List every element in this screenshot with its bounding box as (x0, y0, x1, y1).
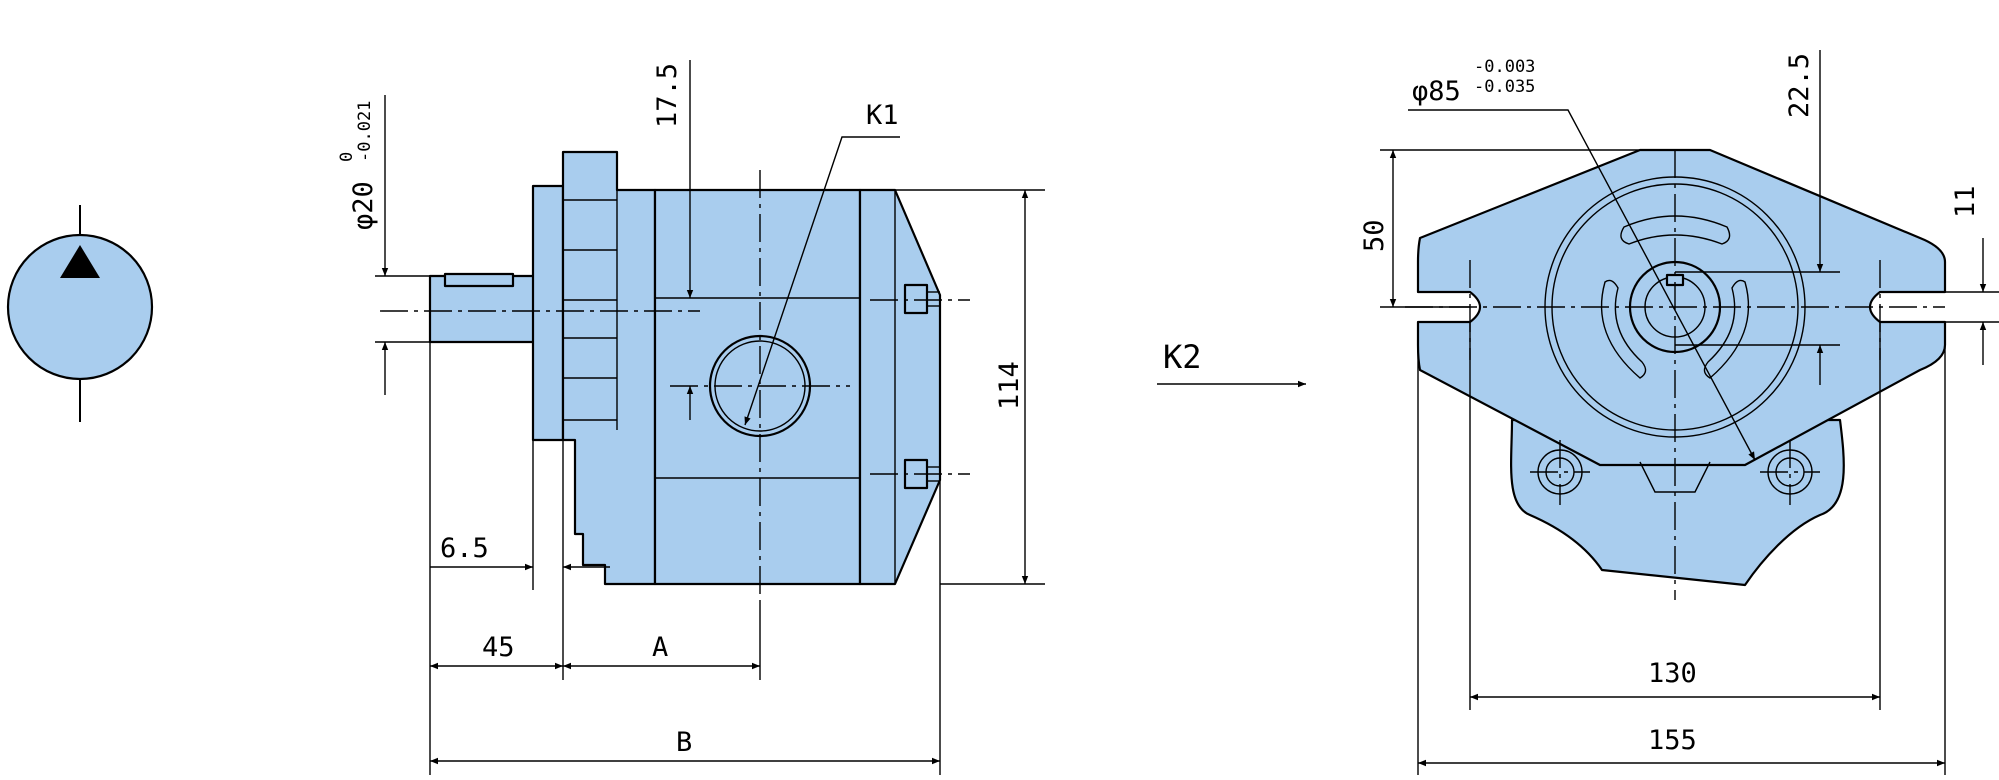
slot-left (1600, 279, 1647, 379)
dim-114: 114 (994, 361, 1025, 410)
dim-17-5: 17.5 (652, 63, 683, 128)
flange-tol-upper: -0.003 (1474, 57, 1535, 77)
dim-22-5: 22.5 (1784, 53, 1815, 118)
side-view-dimensions (375, 60, 1045, 775)
flange-tol-lower: -0.035 (1474, 77, 1535, 97)
dim-130: 130 (1648, 658, 1697, 689)
dim-11: 11 (1950, 185, 1981, 218)
dim-a: A (652, 632, 668, 663)
pump-symbol-icon (6, 205, 154, 422)
dimension-labels: K1 K2 17.5 114 6.5 45 A B 22.5 11 50 130… (337, 53, 1981, 758)
slot-top (1620, 215, 1731, 245)
shaft-phi: φ20 (348, 181, 379, 230)
dim-155: 155 (1648, 725, 1697, 756)
slot-right (1703, 279, 1750, 379)
dim-b: B (676, 727, 692, 758)
label-k1: K1 (866, 100, 899, 131)
dim-50: 50 (1359, 219, 1390, 252)
dim-45: 45 (482, 632, 515, 663)
pump-front-view (1405, 148, 1947, 600)
mounting-flange (531, 184, 565, 442)
shaft-diameter-label: φ20 0 -0.021 (337, 101, 379, 230)
front-view-dimensions (1380, 50, 1999, 775)
rear-cover (858, 188, 942, 586)
shaft-tol-lower: -0.021 (355, 101, 375, 162)
flange-ring (561, 150, 657, 586)
shaft-key (443, 272, 515, 288)
flange-phi: φ85 (1412, 76, 1461, 107)
bolt-top (903, 283, 929, 315)
shaft-tol-upper: 0 (337, 152, 357, 162)
flange-diameter-label: φ85 -0.003 -0.035 (1412, 57, 1535, 107)
label-k2: K2 (1163, 338, 1202, 376)
dim-6-5: 6.5 (440, 533, 489, 564)
